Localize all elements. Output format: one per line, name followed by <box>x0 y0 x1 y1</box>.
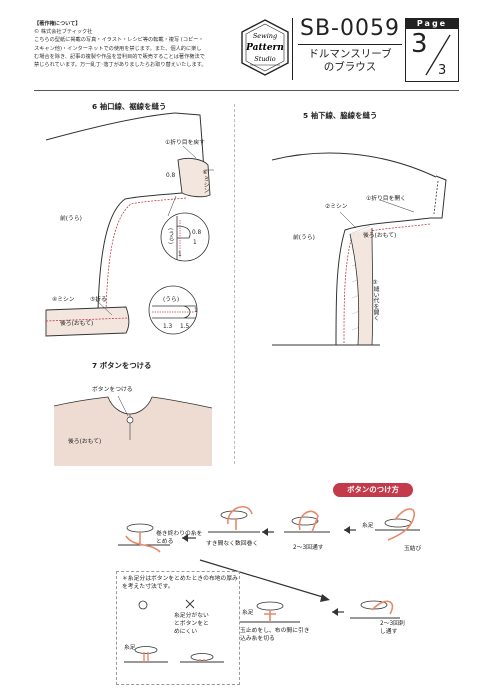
sewing-pattern-studio-logo: Sewing Pattern Studio <box>241 19 289 76</box>
page-label: Page <box>406 19 458 29</box>
pattern-title-line: のブラウス <box>323 61 377 73</box>
step-sew: ②ミシン <box>325 204 348 210</box>
logo-text: Sewing <box>253 32 277 40</box>
copyright-line: 禁じられています。万一乱丁･落丁がありましたらお取り替えいたします。 <box>34 62 207 69</box>
dim-label: 1.3 <box>163 324 173 330</box>
front-label: 前(うら) <box>60 216 82 222</box>
step-fold-back: ①折り目を戻す <box>165 140 205 146</box>
pattern-title: ドルマンスリーブ のブラウス <box>300 48 400 74</box>
thread-tail-label: 糸足 <box>124 645 136 651</box>
copyright-notice: 【著作権について】 © 株式会社ブティック社 こちらの型紙に掲載の写真・イラスト… <box>34 20 234 69</box>
copyright-line: スキャン他)・インターネットでの使用を禁じます。また、個人的に楽し <box>34 45 202 52</box>
header-rule <box>298 44 402 45</box>
inset-label: (うら) <box>163 297 180 303</box>
pattern-code: SB-0059 <box>300 16 400 41</box>
column-divider <box>234 104 235 464</box>
note-title: ＊糸足分はボタンをとめたときの布地の厚みを考えた寸法です。 <box>122 576 238 590</box>
inset-label: (うら) <box>167 228 173 245</box>
front-label: 前(うら) <box>293 235 315 241</box>
back-label: 後ろ(おもて) <box>60 321 94 327</box>
secure-label: 玉止めをし、布の間に引き込み糸を切る <box>240 628 310 642</box>
dim-label: 1.5 <box>180 324 190 330</box>
sew-button-label: ボタンをつける <box>92 387 133 393</box>
pattern-title-line: ドルマンスリーブ <box>308 48 392 60</box>
step-fold: ⑤折る <box>90 297 107 303</box>
copyright-line: こちらの型紙に掲載の写真・イラスト・レシピ等の転載・複写 (コピー・ <box>34 37 204 44</box>
page-total: 3 <box>438 63 447 78</box>
header-bottom-rule <box>34 90 459 91</box>
copyright-line: む場合を除き、記事の複製や作品を営利目的で販売することは著作権法で <box>34 53 205 60</box>
thread-tail-label: 糸足 <box>362 523 374 529</box>
note-box <box>116 571 240 685</box>
thread-tail-label: 糸足 <box>242 610 254 616</box>
bad-desc: 糸足分がないとボタンをとめにくい <box>174 613 209 635</box>
section5-title: 5 袖下線、脇線を縫う <box>303 111 378 120</box>
step-open-fold: ①折り目を開く <box>366 196 406 202</box>
section6-title: 6 袖口線、裾線を縫う <box>92 102 167 111</box>
knot-label: 玉結び <box>404 546 422 552</box>
dim-label: 0.8 <box>192 230 202 236</box>
wrap-label: すき間なく数回巻く <box>206 541 259 547</box>
page-indicator: Page 3 3 <box>405 18 459 82</box>
header-divider <box>292 18 293 80</box>
step-sew-sleeve: ⑥ミシン <box>202 170 208 194</box>
copyright-owner: © 株式会社ブティック社 <box>34 29 93 36</box>
dim-label: 1 <box>193 240 197 246</box>
logo-text: Studio <box>254 55 275 63</box>
dim-label: 0.8 <box>166 173 176 179</box>
button-howto-title: ボタンのつけ方 <box>333 483 413 497</box>
section7-title: 7 ボタンをつける <box>92 361 152 370</box>
stitch-label: 2～3回刺し通す <box>380 621 405 635</box>
back-label: 後ろ(おもて) <box>68 439 102 445</box>
wind-label: 2～3回通す <box>293 545 324 551</box>
page-current: 3 <box>411 29 428 59</box>
step-split-seam: ③縫い代を開く <box>372 280 378 321</box>
copyright-heading: 【著作権について】 <box>34 21 81 27</box>
dim-label: 1 <box>194 308 198 314</box>
logo-text: Pattern <box>245 43 284 53</box>
step-sew-hem: ④ミシン <box>52 297 75 303</box>
finish-label: 巻き終わりの糸をとめる <box>156 531 203 545</box>
back-label: 後ろ(おもて) <box>363 233 397 239</box>
dim-label: 1 <box>178 252 182 258</box>
